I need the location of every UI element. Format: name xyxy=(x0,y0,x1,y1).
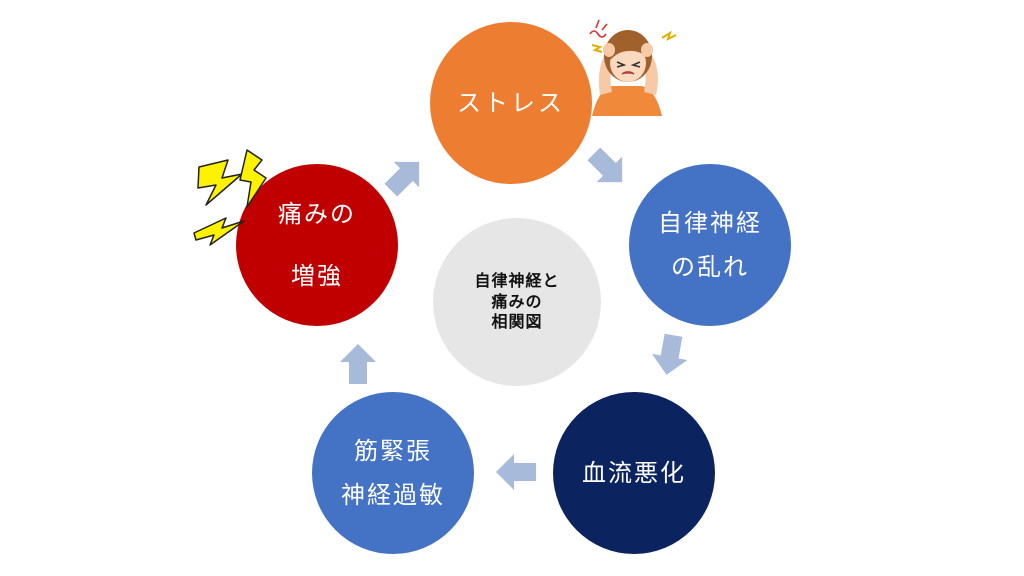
arrow-blood-to-muscle xyxy=(496,454,536,490)
arrow-ans-to-blood xyxy=(651,333,688,375)
node-stress: ストレス xyxy=(430,22,592,184)
lightning-bolt-icon xyxy=(193,217,245,246)
center-title-line-1: 自律神経と xyxy=(474,270,560,290)
person-shirt xyxy=(592,86,662,116)
node-muscle-tension-label-2: 神経過敏 xyxy=(341,481,445,509)
node-autonomic-disorder-label-1: 自律神経 xyxy=(658,209,762,237)
arrow-muscle-to-pain xyxy=(340,344,376,384)
person-right-hand xyxy=(641,43,653,57)
stress-mark-icon xyxy=(595,19,608,31)
person-bangs xyxy=(610,39,648,60)
lightning-bolt-icon xyxy=(239,149,267,208)
arrow-pain-to-stress xyxy=(384,161,420,197)
center-title-line-3: 相関図 xyxy=(491,312,543,332)
node-muscle-tension: 筋緊張 神経過敏 xyxy=(312,392,474,554)
node-stress-label: ストレス xyxy=(457,89,565,117)
person-face xyxy=(610,44,646,82)
node-pain-increase-label-2: 増強 xyxy=(291,262,343,290)
node-autonomic-disorder: 自律神経 の乱れ xyxy=(629,164,791,326)
node-muscle-tension-label-1: 筋緊張 xyxy=(354,437,432,465)
person-left-hand xyxy=(603,43,615,57)
node-blood-flow-label: 血流悪化 xyxy=(582,459,686,487)
lightning-bolt-icon xyxy=(197,159,243,206)
center-title-line-2: 痛みの xyxy=(491,291,543,311)
node-autonomic-disorder-label-2: の乱れ xyxy=(671,253,749,281)
node-blood-flow: 血流悪化 xyxy=(553,392,715,554)
node-pain-increase: 痛みの 増強 xyxy=(236,164,398,326)
spark-icon xyxy=(591,44,603,53)
node-pain-increase-label-1: 痛みの xyxy=(278,200,356,228)
person-eye-right xyxy=(630,61,641,68)
stress-mark-icon xyxy=(589,30,607,38)
spark-icon xyxy=(661,30,677,41)
arrow-stress-to-ans xyxy=(587,147,623,183)
person-eye-left xyxy=(616,61,627,68)
person-mouth xyxy=(621,71,635,75)
center-title-node: 自律神経と 痛みの 相関図 xyxy=(433,218,601,386)
